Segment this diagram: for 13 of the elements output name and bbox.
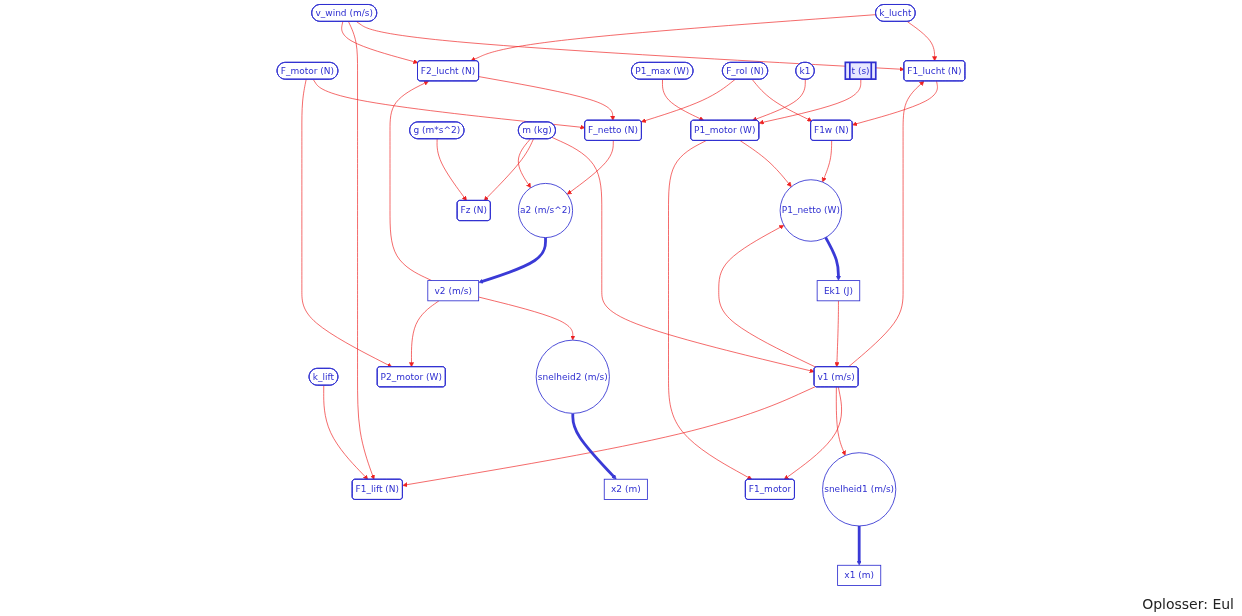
node-box: x2 (m) — [603, 478, 648, 500]
node-circle: snelheid2 (m/s) — [535, 339, 610, 414]
arrow — [824, 236, 841, 281]
solver-note: Oplosser: Eul — [1142, 596, 1234, 612]
arrow — [478, 237, 547, 284]
node-circle: a2 (m/s^2) — [518, 183, 574, 238]
arrow — [856, 525, 862, 566]
node-circle: P1_netto (W) — [779, 179, 843, 242]
arrow — [571, 413, 617, 480]
node-box: x1 (m) — [837, 564, 882, 586]
node-circle: snelheid1 (m/s) — [822, 452, 897, 527]
node-box: Ek1 (J) — [816, 280, 861, 302]
node-box: v2 (m/s) — [427, 280, 480, 302]
